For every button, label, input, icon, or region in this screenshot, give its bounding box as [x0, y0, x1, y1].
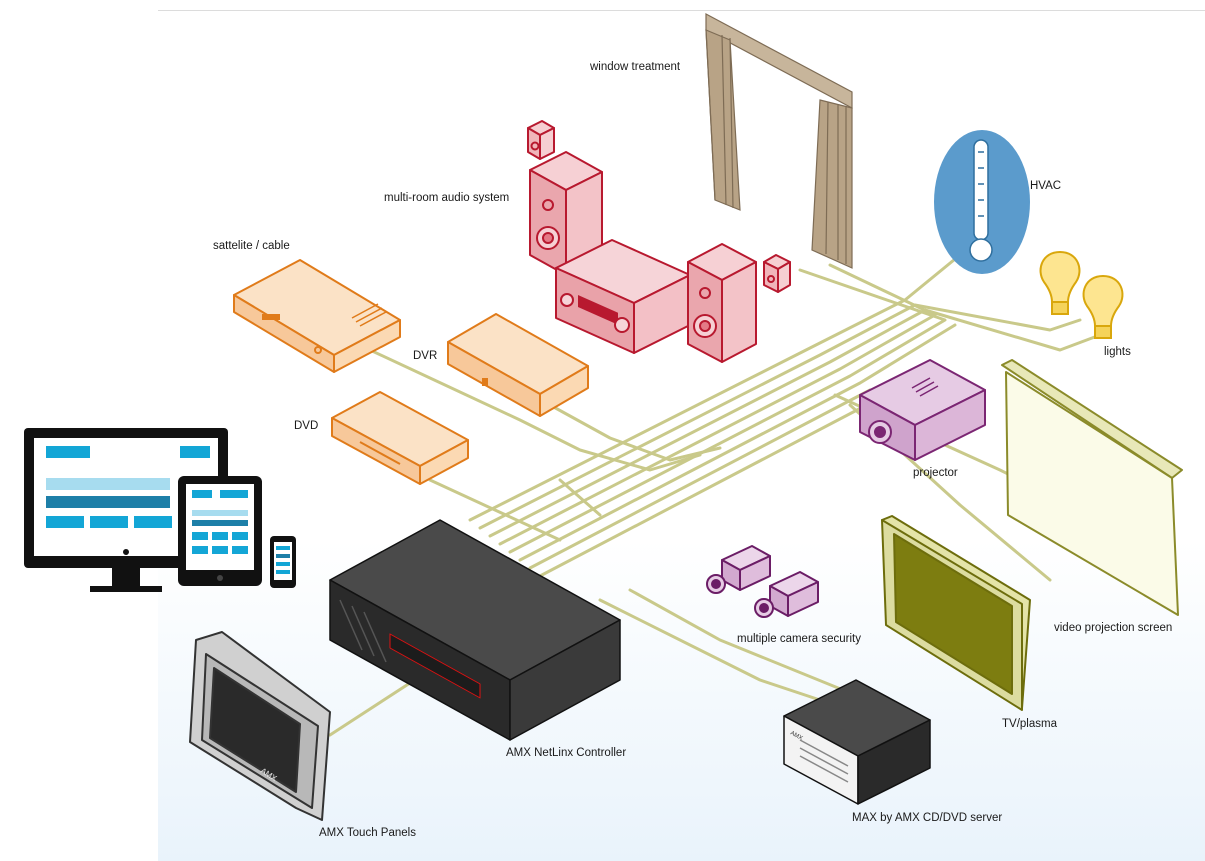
- satellite-cable-label: sattelite / cable: [213, 240, 290, 252]
- lights-label: lights: [1104, 346, 1131, 358]
- netlinx-controller-label: AMX NetLinx Controller: [506, 747, 627, 759]
- touch-panels-label: AMX Touch Panels: [319, 827, 416, 839]
- curtain-icon: [705, 12, 853, 269]
- dvd-label: DVD: [294, 420, 319, 432]
- dvd-player-icon: [331, 391, 469, 485]
- touch-panel-icon: AMX: [189, 631, 331, 821]
- security-cameras-icon: [706, 545, 819, 618]
- max-server-label: MAX by AMX CD/DVD server: [852, 812, 1003, 824]
- hvac-label: HVAC: [1030, 180, 1062, 192]
- lights-bulb-icon: [1039, 250, 1124, 339]
- multi-room-audio-label: multi-room audio system: [384, 192, 510, 204]
- projector-icon: [859, 359, 986, 461]
- camera-security-label: multiple camera security: [737, 633, 861, 645]
- projection-screen-icon: [1001, 359, 1183, 616]
- cable-bundle: [328, 253, 1102, 737]
- client-devices-icon: [24, 428, 296, 592]
- dvr-label: DVR: [413, 350, 438, 362]
- hvac-thermometer-icon: [934, 130, 1030, 274]
- window-treatment-label: window treatment: [590, 61, 681, 73]
- satellite-box-icon: [233, 259, 401, 373]
- max-server-icon: AMX: [783, 679, 931, 805]
- top-divider: [158, 10, 1205, 11]
- audio-system-icon: [527, 120, 791, 363]
- tv-plasma-icon: [881, 515, 1031, 711]
- max-server-logo: AMX: [789, 730, 803, 741]
- projection-screen-label: video projection screen: [1054, 622, 1173, 634]
- dvr-box-icon: [447, 313, 589, 417]
- projector-label: projector: [913, 467, 958, 479]
- netlinx-controller-icon: [329, 519, 621, 741]
- tv-plasma-label: TV/plasma: [1002, 718, 1057, 730]
